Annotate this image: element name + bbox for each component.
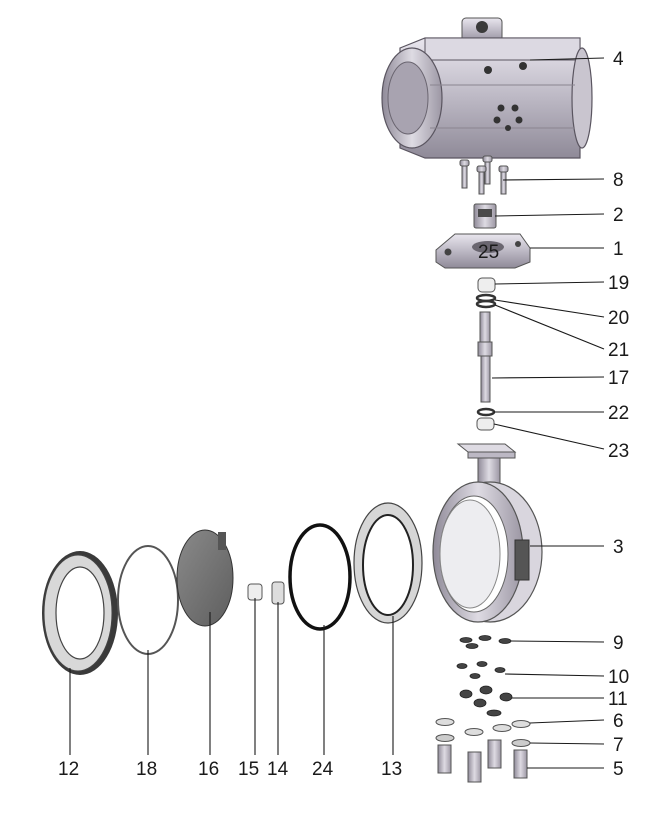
callout-5: 5 <box>613 759 624 780</box>
mounting-bracket <box>435 233 531 269</box>
lower-stem-parts <box>476 407 496 431</box>
callout-labels: 4 8 2 1 25 19 20 21 17 22 23 3 9 10 11 6… <box>58 49 629 780</box>
valve-stem <box>477 311 493 403</box>
valve-body <box>432 443 543 623</box>
callout-11: 11 <box>608 689 628 710</box>
callout-3: 3 <box>613 537 624 558</box>
actuator-bolts <box>459 155 509 195</box>
large-oring <box>288 523 352 631</box>
callout-22: 22 <box>608 403 629 424</box>
callout-24: 24 <box>312 759 334 780</box>
liner-seat <box>353 502 423 624</box>
body-bolts <box>435 718 531 783</box>
callout-23: 23 <box>608 441 629 462</box>
callout-20: 20 <box>608 308 629 329</box>
callout-4: 4 <box>613 49 624 70</box>
callout-15: 15 <box>238 759 259 780</box>
stem-orings <box>475 293 497 309</box>
callout-6: 6 <box>613 711 624 732</box>
callout-14: 14 <box>267 759 289 780</box>
disc-bushings <box>247 581 285 605</box>
callout-18: 18 <box>136 759 157 780</box>
callout-17: 17 <box>608 368 629 389</box>
actuator <box>381 17 593 159</box>
callout-19: 19 <box>608 273 629 294</box>
leader-lines <box>69 57 605 769</box>
callout-21: 21 <box>608 340 629 361</box>
stem-bushing <box>477 277 496 293</box>
callout-9: 9 <box>613 633 624 654</box>
seat-ring <box>42 551 118 675</box>
callout-2: 2 <box>613 205 624 226</box>
callout-25: 25 <box>478 242 499 263</box>
callout-12: 12 <box>58 759 79 780</box>
callout-7: 7 <box>613 735 624 756</box>
square-adapter <box>473 203 497 229</box>
callout-10: 10 <box>608 667 629 688</box>
callout-16: 16 <box>198 759 219 780</box>
washers-and-nuts <box>456 635 513 717</box>
valve-disc <box>176 529 234 627</box>
callout-8: 8 <box>613 170 624 191</box>
gasket-ring <box>117 545 179 655</box>
callout-13: 13 <box>381 759 402 780</box>
callout-1: 1 <box>613 239 624 260</box>
